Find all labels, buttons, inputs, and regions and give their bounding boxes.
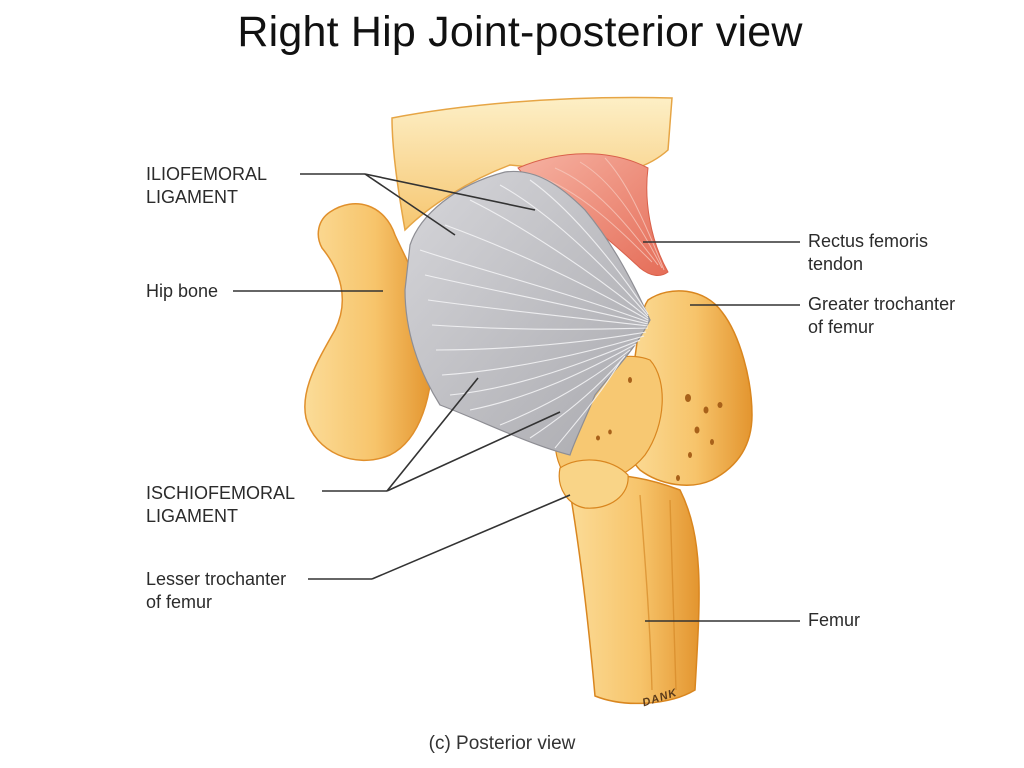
label-rectus-femoris-line2: tendon	[808, 254, 864, 274]
label-femur: Femur	[808, 610, 861, 630]
label-rectus-femoris-line1: Rectus femoris	[808, 231, 929, 251]
ligament-capsule	[404, 170, 651, 456]
label-ischiofemoral-line2: LIGAMENT	[146, 506, 239, 526]
label-greater-trochanter-line1: Greater trochanter	[808, 294, 956, 314]
label-greater-trochanter: Greater trochanter of femur	[808, 293, 955, 339]
label-lesser-trochanter-line1: Lesser trochanter	[146, 569, 287, 589]
label-iliofemoral-line2: LIGAMENT	[146, 187, 239, 207]
bone-pits	[596, 377, 723, 481]
figure-caption: (c) Posterior view	[428, 733, 576, 754]
label-iliofemoral-line1: ILIOFEMORAL	[146, 164, 268, 184]
label-iliofemoral-ligament: ILIOFEMORAL LIGAMENT	[146, 163, 267, 209]
page-title: Right Hip Joint-posterior view	[237, 8, 803, 56]
femur-shaft	[567, 474, 700, 705]
label-hip-bone: Hip bone	[146, 281, 219, 301]
leader-lines	[233, 173, 800, 622]
label-ischiofemoral-line1: ISCHIOFEMORAL	[146, 483, 296, 503]
hip-bone	[304, 203, 433, 462]
label-lesser-trochanter: Lesser trochanter of femur	[146, 568, 286, 614]
label-lesser-trochanter-line2: of femur	[146, 592, 213, 612]
label-rectus-femoris-tendon: Rectus femoris tendon	[808, 230, 928, 276]
label-ischiofemoral-ligament: ISCHIOFEMORAL LIGAMENT	[146, 482, 295, 528]
label-greater-trochanter-line2: of femur	[808, 317, 875, 337]
